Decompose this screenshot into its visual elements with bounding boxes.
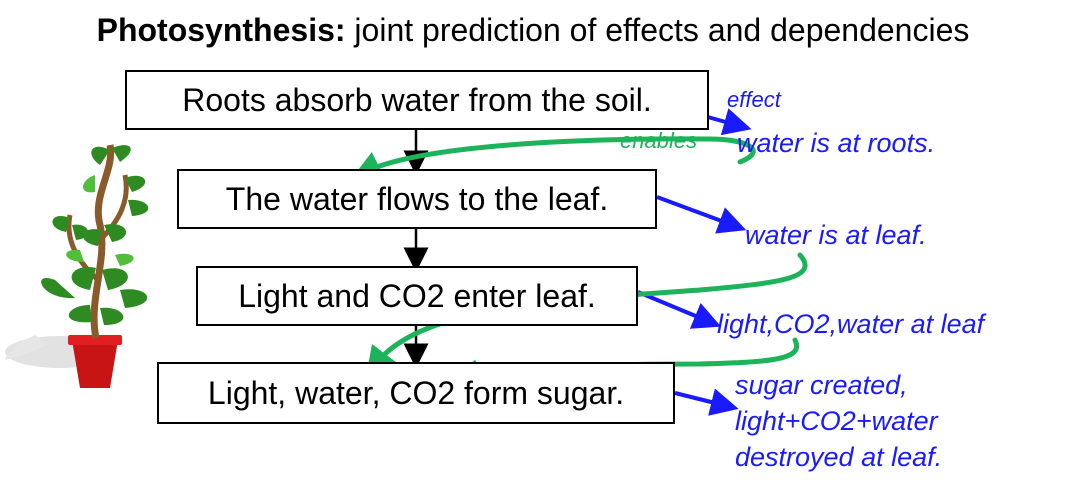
step-label: Roots absorb water from the soil. xyxy=(182,81,652,118)
potted-plant-icon xyxy=(5,144,149,388)
step-label: Light, water, CO2 form sugar. xyxy=(207,374,625,411)
step-label: Light and CO2 enter leaf. xyxy=(238,277,596,314)
diagram-title: Photosynthesis: joint prediction of effe… xyxy=(0,12,1066,49)
step-box-light-co2-enter: Light and CO2 enter leaf. xyxy=(196,266,638,326)
effect-arrows xyxy=(637,108,752,416)
effect-water-at-roots: water is at roots. xyxy=(737,128,936,158)
effect-sugar-created: sugar created, xyxy=(735,370,908,400)
effect-arrow-4 xyxy=(674,388,739,416)
enables-label: enables xyxy=(620,128,698,153)
enables-arrow-2 xyxy=(365,252,808,377)
effect-arrow-2 xyxy=(656,195,747,234)
step-box-roots-absorb-water: Roots absorb water from the soil. xyxy=(125,70,709,130)
effect-destroyed-at-leaf: destroyed at leaf. xyxy=(735,442,943,472)
title-rest: joint prediction of effects and dependen… xyxy=(345,12,970,48)
step-box-water-flows: The water flows to the leaf. xyxy=(177,169,657,229)
effect-light-co2-water-at-leaf: light,CO2,water at leaf xyxy=(717,309,985,339)
effect-water-at-leaf: water is at leaf. xyxy=(745,220,927,250)
step-label: The water flows to the leaf. xyxy=(225,180,609,217)
step-box-form-sugar: Light, water, CO2 form sugar. xyxy=(157,362,675,424)
effect-arrow-3 xyxy=(637,290,722,329)
effect-label: effect xyxy=(727,87,781,112)
title-bold: Photosynthesis: xyxy=(96,12,346,48)
enables-arrow-1 xyxy=(351,136,756,179)
effect-light-co2-water: light+CO2+water xyxy=(735,406,938,436)
